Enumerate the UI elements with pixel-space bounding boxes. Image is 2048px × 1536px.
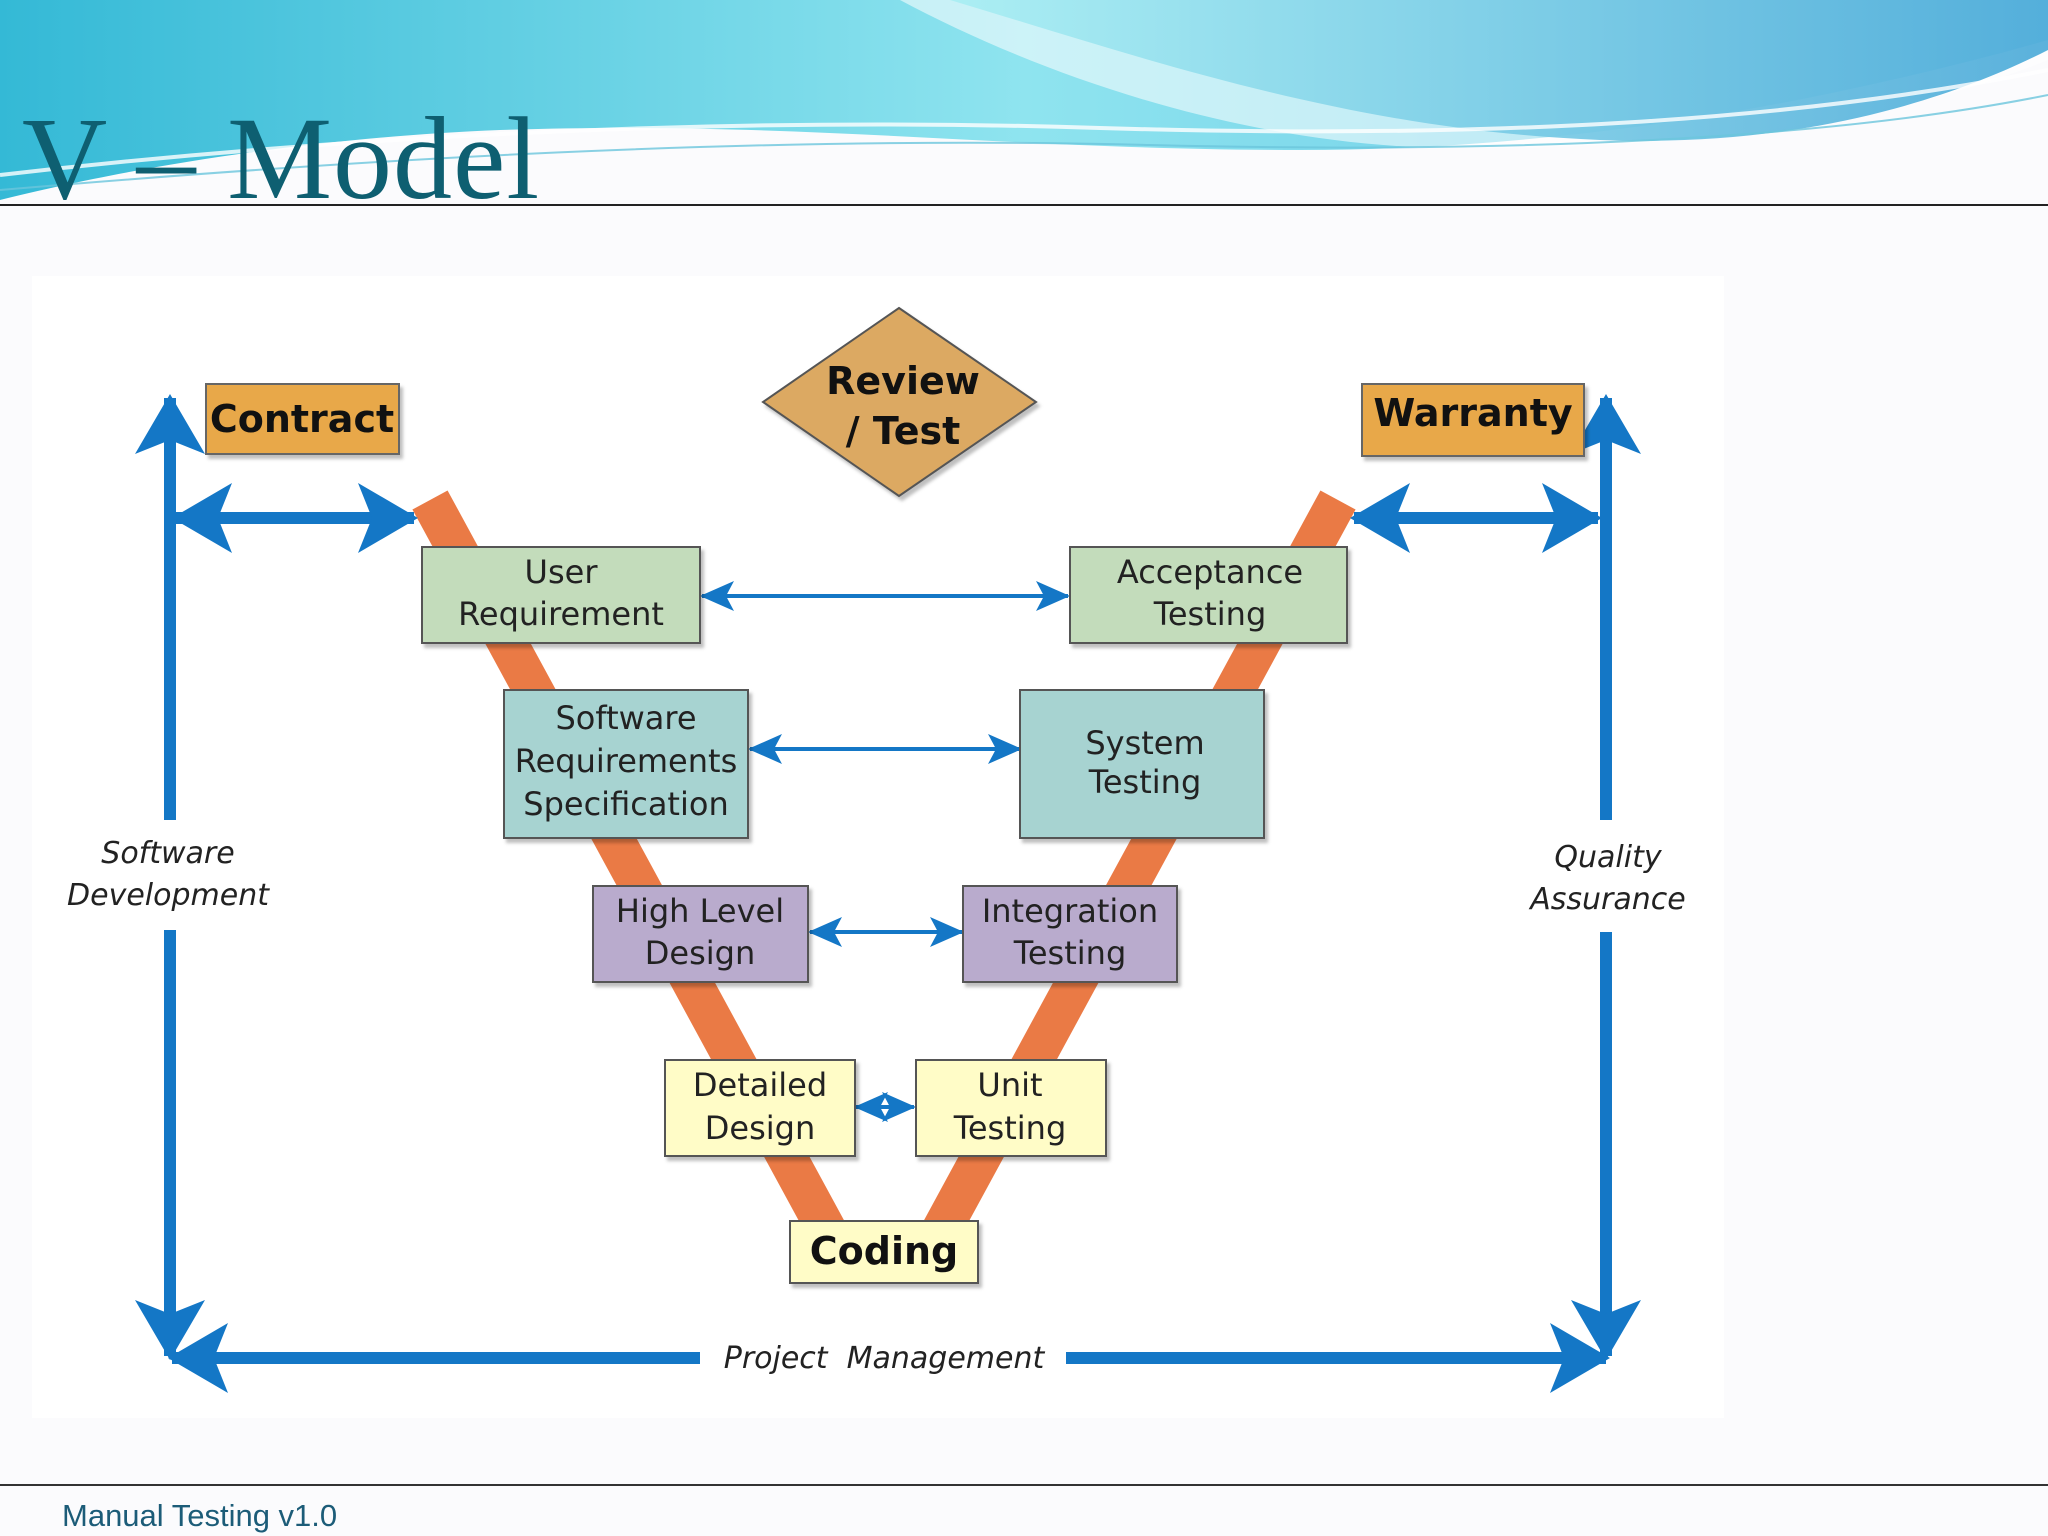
quality-assurance-line1: Quality bbox=[1554, 840, 1662, 875]
software-development-line1: Software bbox=[101, 836, 234, 871]
quality-assurance-label: Quality Assurance bbox=[1528, 840, 1685, 917]
high-level-design-line2: Design bbox=[645, 934, 755, 972]
detailed-design-line2: Design bbox=[705, 1109, 815, 1147]
srs-box: Software Requirements Specification bbox=[503, 689, 749, 839]
srs-line1: Software bbox=[555, 699, 696, 737]
coding-box: Coding bbox=[789, 1220, 979, 1284]
title-divider bbox=[0, 204, 2048, 206]
high-level-design-box: High Level Design bbox=[592, 885, 809, 983]
integration-testing-box: Integration Testing bbox=[962, 885, 1178, 983]
detailed-design-box: Detailed Design bbox=[664, 1059, 856, 1157]
user-requirement-box: User Requirement bbox=[421, 546, 701, 644]
srs-line3: Specification bbox=[523, 785, 728, 823]
unit-testing-box: Unit Testing bbox=[915, 1059, 1107, 1157]
footer-text: Manual Testing v1.0 bbox=[62, 1498, 338, 1533]
srs-line2: Requirements bbox=[515, 742, 737, 780]
project-management-text: Project Management bbox=[724, 1341, 1046, 1376]
review-test-diamond: Review / Test bbox=[761, 306, 1038, 498]
slide-title: V – Model bbox=[22, 93, 541, 224]
acceptance-testing-line1: Acceptance bbox=[1117, 553, 1303, 591]
header-wave-decoration bbox=[0, 0, 2048, 200]
system-testing-line1: System bbox=[1085, 724, 1204, 762]
system-testing-box: System Testing bbox=[1019, 689, 1265, 839]
high-level-design-line1: High Level bbox=[616, 892, 784, 930]
review-test-label-line2: / Test bbox=[846, 409, 961, 453]
footer-divider bbox=[0, 1484, 2048, 1486]
integration-testing-line1: Integration bbox=[982, 892, 1158, 930]
unit-testing-line2: Testing bbox=[953, 1109, 1067, 1147]
coding-label: Coding bbox=[810, 1229, 958, 1273]
project-management-label: Project Management bbox=[724, 1341, 1046, 1376]
software-development-label: Software Development bbox=[67, 836, 270, 913]
system-testing-line2: Testing bbox=[1088, 763, 1202, 801]
user-requirement-line2: Requirement bbox=[458, 595, 664, 633]
quality-assurance-line2: Assurance bbox=[1528, 882, 1685, 917]
review-test-label-line1: Review bbox=[826, 359, 980, 403]
warranty-box: Warranty bbox=[1361, 383, 1585, 457]
software-development-line2: Development bbox=[67, 878, 270, 913]
detailed-design-line1: Detailed bbox=[693, 1066, 827, 1104]
unit-testing-line1: Unit bbox=[977, 1066, 1042, 1104]
acceptance-testing-box: Acceptance Testing bbox=[1069, 546, 1348, 644]
user-requirement-line1: User bbox=[525, 553, 599, 591]
contract-box: Contract bbox=[205, 383, 400, 455]
warranty-label: Warranty bbox=[1373, 391, 1573, 435]
contract-label: Contract bbox=[210, 397, 394, 441]
acceptance-testing-line2: Testing bbox=[1153, 595, 1267, 633]
integration-testing-line2: Testing bbox=[1013, 934, 1127, 972]
